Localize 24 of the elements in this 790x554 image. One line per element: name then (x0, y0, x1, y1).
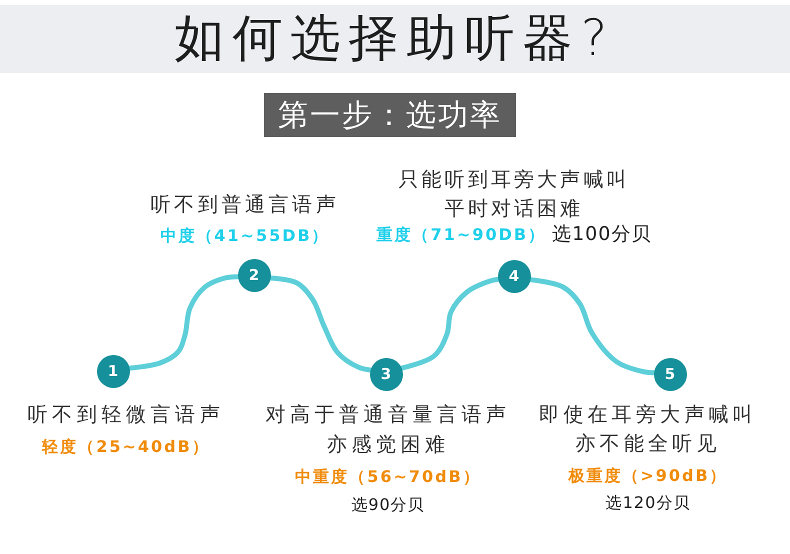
wavy-connector (268, 276, 372, 372)
hearing-description: 听不到普通言语声 (150, 191, 340, 218)
hearing-loss-level: 中重度（56~70dB） (295, 467, 481, 487)
wavy-connector (528, 277, 656, 376)
wavy-connector (126, 274, 240, 371)
numbered-circle: 1 (96, 354, 130, 388)
numbered-circle: 3 (370, 358, 402, 390)
numbered-circle: 5 (654, 358, 686, 390)
power-recommendation: 选90分贝 (351, 495, 425, 515)
power-recommendation: 选120分贝 (606, 493, 690, 513)
hearing-description: 只能听到耳旁大声喊叫平时对话困难 (398, 166, 630, 222)
hearing-loss-level: 轻度（25~40dB） (42, 437, 210, 457)
title-text: 如何选择助听器? (174, 8, 616, 68)
numbered-circle: 2 (238, 258, 270, 292)
hearing-description: 对高于普通音量言语声亦感觉困难 (264, 401, 512, 458)
numbered-circle: 4 (498, 260, 530, 292)
step-heading-banner: 第一步：选功率 (264, 93, 516, 137)
power-recommendation: 选100分贝 (552, 224, 652, 244)
hearing-loss-level: 重度（71~90DB） (376, 225, 546, 245)
hearing-loss-level: 极重度（>90dB） (568, 466, 728, 486)
hearing-description: 听不到轻微言语声 (28, 401, 224, 428)
wavy-connector (398, 276, 500, 371)
hearing-description: 即使在耳旁大声喊叫亦不能全听见 (538, 401, 758, 457)
hearing-loss-level: 中度（41~55DB） (160, 226, 330, 246)
